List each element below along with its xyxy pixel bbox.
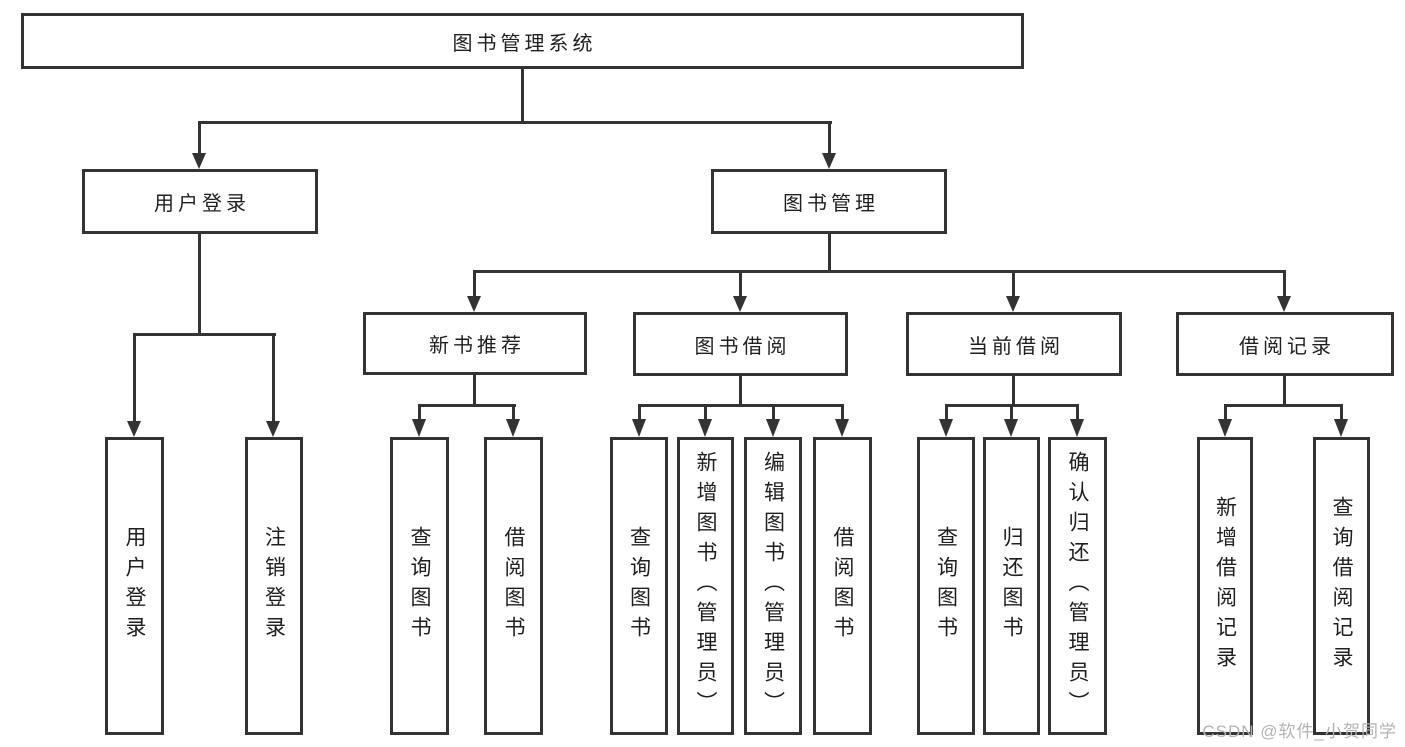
node-label: 当前借阅 [968,335,1064,358]
connector-line [1012,270,1015,299]
node-book-management: 图书管理 [711,169,947,234]
node-label: 图书管理 [783,193,879,215]
connector-line [945,404,948,421]
node-user-login: 用户登录 [82,169,318,234]
node-label: 查询图书 [627,526,651,646]
node-label: 借阅记录 [1239,335,1335,358]
connector-line [473,270,476,299]
connector-line [739,376,742,407]
arrowhead-down-icon [939,419,953,437]
leaf-current-return-books: 归还图书 [983,437,1040,735]
arrowhead-down-icon [1070,419,1084,437]
connector-line [638,404,641,421]
arrowhead-down-icon [835,419,849,437]
connector-line [198,121,201,155]
connector-line [828,121,831,155]
arrowhead-down-icon [1004,419,1018,437]
arrowhead-down-icon [1277,296,1291,312]
node-label: 确认归还（管理员） [1066,451,1089,721]
arrowhead-down-icon [822,153,836,169]
connector-line [638,404,844,407]
connector-line [418,404,516,407]
connector-line [739,270,742,299]
connector-line [272,333,275,421]
connector-line [512,404,515,421]
connector-line [521,68,524,124]
arrowhead-down-icon [733,296,747,312]
leaf-recommend-query-books: 查询图书 [390,437,449,735]
node-label: 查询图书 [408,526,431,646]
node-label: 新增图书（管理员） [694,451,717,721]
connector-line [473,270,1286,273]
connector-line [772,404,775,421]
leaf-current-query-books: 查询图书 [917,437,975,735]
arrowhead-down-icon [266,421,280,437]
node-label: 图书借阅 [694,335,791,358]
connector-line [1224,404,1343,407]
node-current-borrowing: 当前借阅 [906,312,1122,376]
leaf-recommend-borrow-books: 借阅图书 [484,437,543,735]
leaf-borrowing-borrow-books: 借阅图书 [813,437,872,735]
arrowhead-down-icon [698,419,712,437]
connector-line [133,333,276,336]
connector-line [418,404,421,421]
leaf-borrowing-add-books-admin: 新增图书（管理员） [677,437,734,735]
connector-line [198,234,201,335]
connector-line [198,121,832,124]
leaf-records-query-borrow-record: 查询借阅记录 [1313,437,1370,735]
leaf-current-confirm-return-admin: 确认归还（管理员） [1048,437,1107,735]
leaf-logout: 注销登录 [245,437,303,735]
connector-line [1224,404,1227,421]
connector-line [1283,376,1286,407]
node-library-management-system: 图书管理系统 [21,13,1024,69]
connector-line [1340,404,1343,421]
node-label: 图书管理系统 [452,32,597,55]
arrowhead-down-icon [506,419,520,437]
node-label: 归还图书 [1000,526,1023,646]
node-label: 新增借阅记录 [1213,496,1237,676]
leaf-borrowing-edit-books-admin: 编辑图书（管理员） [744,437,802,735]
connector-line [133,333,136,421]
node-label: 用户登录 [123,526,146,646]
node-borrowing-records: 借阅记录 [1176,312,1394,376]
arrowhead-down-icon [127,421,141,437]
connector-line [473,375,476,407]
node-label: 注销登录 [262,526,286,646]
arrowhead-down-icon [412,419,426,437]
arrowhead-down-icon [1334,419,1348,437]
connector-line [704,404,707,421]
connector-line [1012,376,1015,407]
arrowhead-down-icon [632,419,646,437]
leaf-borrowing-query-books: 查询图书 [610,437,668,735]
connector-line [841,404,844,421]
node-label: 查询图书 [934,526,958,646]
node-label: 借阅图书 [502,526,525,646]
arrowhead-down-icon [1218,419,1232,437]
arrowhead-down-icon [192,153,206,169]
connector-line [1076,404,1079,421]
node-label: 新书推荐 [429,335,525,357]
connector-line [1283,270,1286,299]
node-book-borrowing: 图书借阅 [633,312,848,376]
node-label: 查询借阅记录 [1330,496,1353,676]
arrowhead-down-icon [766,419,780,437]
csdn-watermark: CSDN @软件_小贺同学 [1202,722,1397,741]
connector-line [1010,404,1013,421]
leaf-user-login: 用户登录 [105,437,164,735]
node-label: 借阅图书 [831,526,854,646]
arrowhead-down-icon [467,296,481,312]
node-label: 编辑图书（管理员） [761,451,785,721]
node-new-book-recommend: 新书推荐 [363,312,587,375]
leaf-records-add-borrow-record: 新增借阅记录 [1197,437,1253,735]
connector-line [828,234,831,273]
node-label: 用户登录 [154,193,250,215]
arrowhead-down-icon [1006,296,1020,312]
